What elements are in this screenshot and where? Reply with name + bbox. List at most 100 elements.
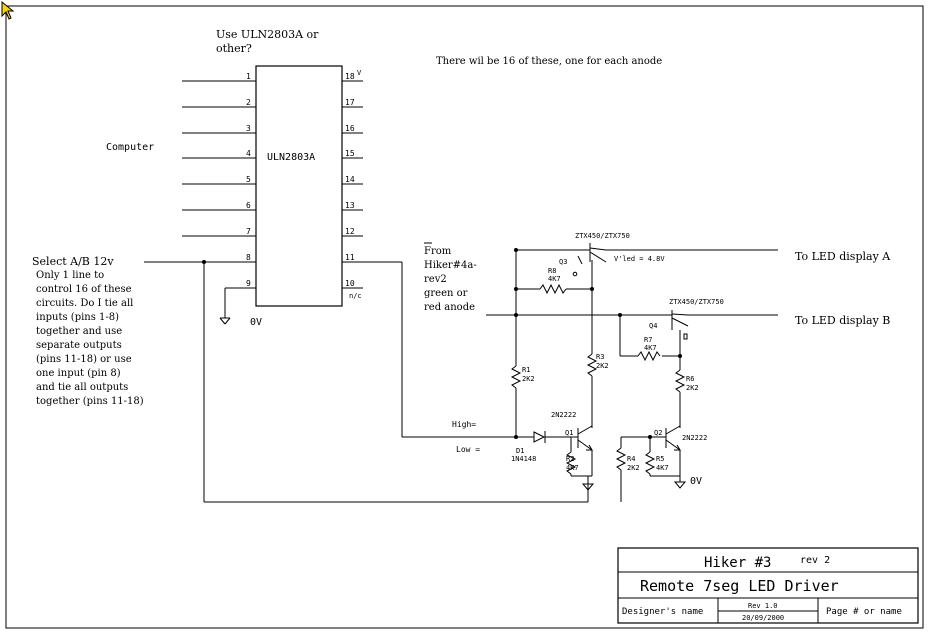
r7-resistor [637,350,661,362]
select-note-line: together (pins 11-18) [36,396,144,407]
high-label: High= [452,420,476,429]
sheet-border [5,5,924,629]
q3-label: Q3 [559,258,567,266]
low-label: Low = [456,445,480,454]
pin-number: 3 [246,124,251,133]
from-label-line: rev2 [424,274,447,285]
r2-value: 4K7 [566,464,579,472]
ic-ground-symbol [219,288,231,325]
pin-number: 7 [246,227,251,236]
pin-number: 4 [246,149,251,158]
q4-label: Q4 [649,322,657,330]
q3-type-label: ZTX450/ZTX750 [575,232,630,240]
q1-transistor [562,425,593,476]
r8-resistor [539,283,567,295]
select-note-line: together and use [36,326,122,337]
from-label: From Hiker#4a- rev2 green or red anode [424,246,477,313]
pin10-suffix: n/c [349,292,362,300]
uln2803a-chip: ULN2803A [255,65,343,307]
pin-number: 16 [345,124,355,133]
from-label-line: green or [424,288,468,299]
r4-resistor [615,447,627,502]
q2-type-label: 2N2222 [682,434,707,442]
q1-type-label: 2N2222 [551,411,576,419]
pin-number: 10 [345,279,355,288]
d1-type: 1N4148 [511,455,536,463]
pin-number: 2 [246,98,251,107]
ic-left-leads [182,80,256,289]
ic-ground-label: 0V [250,317,262,328]
pin18-suffix: V [357,69,362,77]
pin-number: 11 [345,253,355,262]
r7-label: R7 [644,336,652,344]
pin11-wire [363,261,534,438]
title-block [617,547,919,624]
note-16-circuits: There wil be 16 of these, one for each a… [436,56,662,67]
q4-transistor [664,310,778,370]
ic-question-2: other? [216,42,252,55]
r4-value: 2K2 [627,464,640,472]
pin-number: 1 [246,72,251,81]
r4-label: R4 [627,455,635,463]
select-note-line: circuits. Do I tie all [36,298,133,309]
select-note-line: separate outputs [36,340,122,351]
pin-number: 9 [246,279,251,288]
ic-left-pin-numbers: 1 2 3 4 5 6 7 8 9 [246,72,251,288]
title-block-subtitle: Remote 7seg LED Driver [640,577,839,595]
r1-label: R1 [522,366,530,374]
pin-number: 6 [246,201,251,210]
title-block-designer: Designer's name [622,607,703,617]
output-a-label: To LED display A [795,250,891,263]
pin-number: 13 [345,201,355,210]
r3-value: 2K2 [596,362,609,370]
pin-number: 8 [246,253,251,262]
select-note: Only 1 line to control 16 of these circu… [36,270,144,407]
r3-label: R3 [596,353,604,361]
r6-label: R6 [686,375,694,383]
r3-resistor [586,353,598,428]
title-block-rev-tag: rev 2 [800,555,830,566]
select-note-line: and tie all outputs [36,382,128,393]
vled-label: V'led = 4.8V [614,255,665,263]
q2-ground-symbol [673,476,687,489]
r6-resistor [674,369,686,428]
pin-number: 18 [345,72,355,81]
title-block-page: Page # or name [826,607,902,617]
r5-label: R5 [656,455,664,463]
d1-label: D1 [516,447,524,455]
q2-transistor [662,425,681,476]
select-note-line: inputs (pins 1-8) [36,312,119,323]
d1-diode [533,431,562,443]
title-block-rev: Rev 1.0 [748,602,778,610]
ic-part-name: ULN2803A [267,152,315,163]
r1-value: 2K2 [522,375,535,383]
pin-number: 17 [345,98,355,107]
mouse-cursor-icon [1,0,15,20]
pin-number: 5 [246,175,251,184]
select-wires [144,260,589,503]
computer-label: Computer [106,142,154,153]
from-label-line: Hiker#4a- [424,260,477,271]
output-b-label: To LED display B [795,314,890,327]
from-label-line: From [424,246,452,257]
q3-transistor [556,243,778,277]
q2-ground-label: 0V [690,476,702,487]
r1-resistor [510,365,522,439]
select-title: Select A/B 12v [32,255,114,268]
select-note-line: control 16 of these [36,284,132,295]
r2-label: R2 [566,455,574,463]
pin-number: 14 [345,175,355,184]
pin-number: 12 [345,227,355,236]
select-note-line: one input (pin 8) [36,368,121,379]
select-note-line: Only 1 line to [36,270,104,281]
q4-type-label: ZTX450/ZTX750 [669,298,724,306]
ic-question: Use ULN2803A or [216,28,319,41]
title-block-title: Hiker #3 [704,555,771,571]
r5-resistor [644,437,680,477]
from-label-line: red anode [424,302,475,313]
supply-rails [486,248,682,366]
ic-right-leads [342,80,363,289]
q1-to-q2-wires [591,420,662,448]
r8-value: 4K7 [548,275,561,283]
